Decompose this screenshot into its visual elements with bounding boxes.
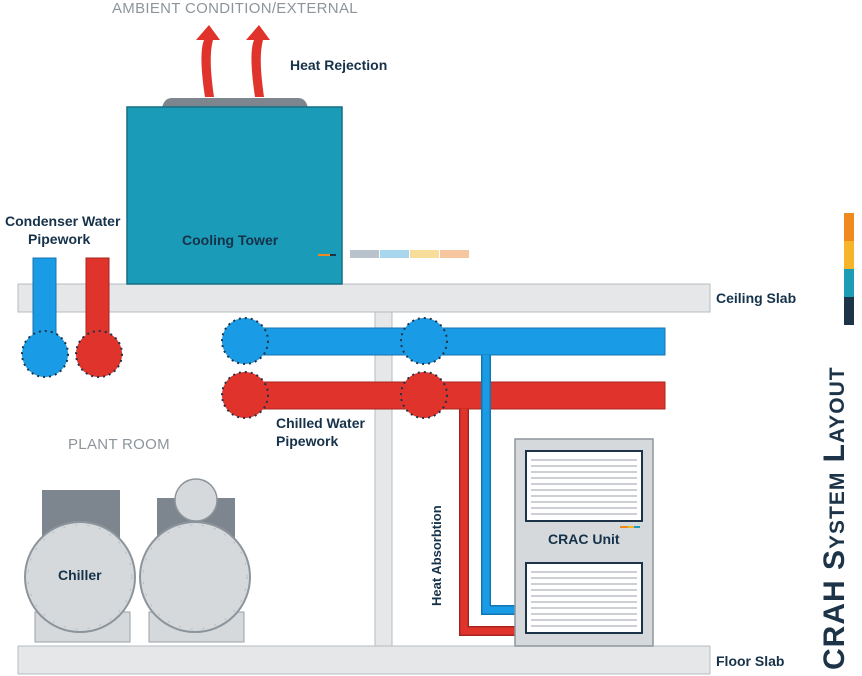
floor-slab	[17, 645, 711, 675]
title-accent-bar	[844, 213, 854, 325]
chiller-label: Chiller	[58, 567, 102, 583]
ceiling-slab	[17, 283, 711, 313]
ambient-label: AMBIENT CONDITION/EXTERNAL	[112, 0, 358, 17]
plant-room-label: PLANT ROOM	[68, 436, 170, 453]
support-column	[374, 311, 393, 647]
color-key-strip	[350, 250, 469, 258]
chilled-water-label-line2: Pipework	[276, 433, 339, 449]
chilled-water-pipework	[221, 317, 666, 419]
crac-unit	[514, 438, 654, 647]
condenser-pipework	[21, 257, 123, 378]
chilled-water-label-line1: Chilled Water	[276, 415, 365, 431]
heat-absorption-label: Heat Absorbtion	[429, 505, 444, 606]
floor-slab-label: Floor Slab	[716, 653, 785, 669]
diagram-title: CRAH System Layout	[818, 366, 851, 670]
heat-rejection-arrows	[196, 25, 270, 97]
condenser-label-line1: Condenser Water	[5, 213, 121, 229]
heat-rejection-label: Heat Rejection	[290, 57, 388, 73]
condenser-label-line2: Pipework	[28, 231, 91, 247]
crac-unit-label: CRAC Unit	[548, 531, 620, 547]
ceiling-slab-label: Ceiling Slab	[716, 290, 797, 306]
chiller-units	[24, 478, 251, 643]
cooling-tower	[126, 98, 343, 285]
crac-branch-pipes	[459, 355, 518, 636]
cooling-tower-label: Cooling Tower	[182, 232, 279, 248]
